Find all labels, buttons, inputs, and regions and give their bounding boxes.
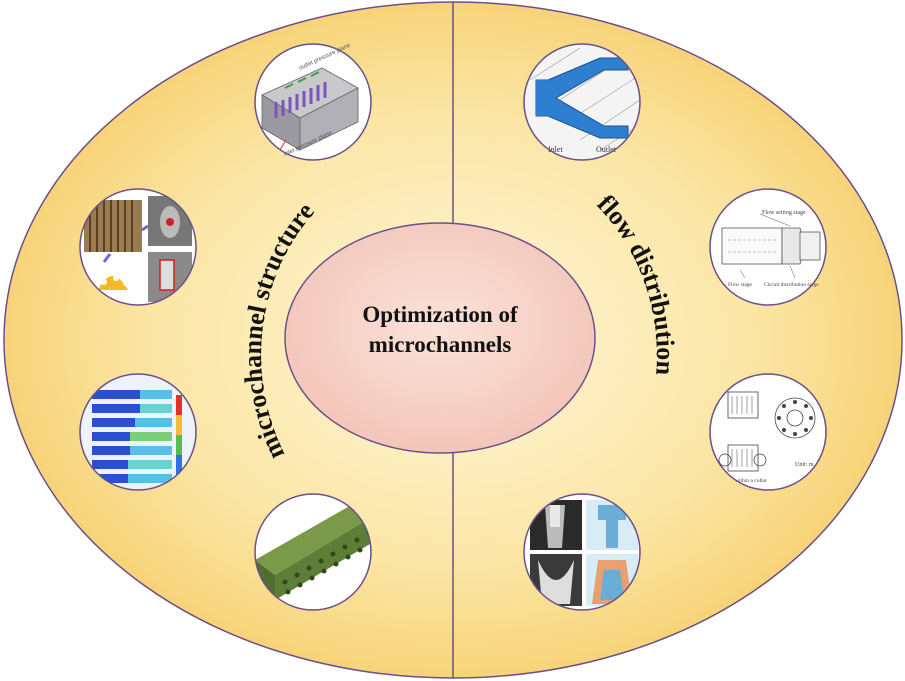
thumb-flow-stages: Flow setting stage Flow stage Circuit di… bbox=[709, 188, 827, 306]
thumb-perforated-bar bbox=[254, 493, 372, 611]
thumb-text-collar: within a collar bbox=[735, 478, 767, 484]
thumb-text-flow-stage: Flow stage bbox=[728, 282, 753, 288]
thumb-manifold-channel: Inlet Outlet bbox=[523, 43, 641, 161]
center-ellipse bbox=[284, 222, 596, 454]
center-title-line2: microchannels bbox=[368, 332, 512, 357]
thumb-flow-visualization bbox=[523, 493, 641, 611]
center-title: Optimization of microchannels bbox=[285, 300, 595, 360]
thumb-contour-plots bbox=[79, 373, 197, 491]
center-title-line1: Optimization of bbox=[362, 302, 518, 327]
thumb-text-inlet: Inlet bbox=[548, 145, 563, 154]
thumb-heat-sink-block: outlet pressure plane inlet pressure pla… bbox=[254, 42, 372, 161]
thumb-text-unit: Unit: m bbox=[795, 462, 814, 468]
thumb-distributor-collar: within a collar Unit: m bbox=[709, 373, 827, 491]
thumb-text-outlet: Outlet bbox=[596, 145, 617, 154]
thumb-text-circuit-stage: Circuit distribution stage bbox=[764, 282, 819, 288]
thumb-microstructure-collage bbox=[79, 188, 197, 306]
thumb-text-flow-setting: Flow setting stage bbox=[762, 210, 806, 216]
